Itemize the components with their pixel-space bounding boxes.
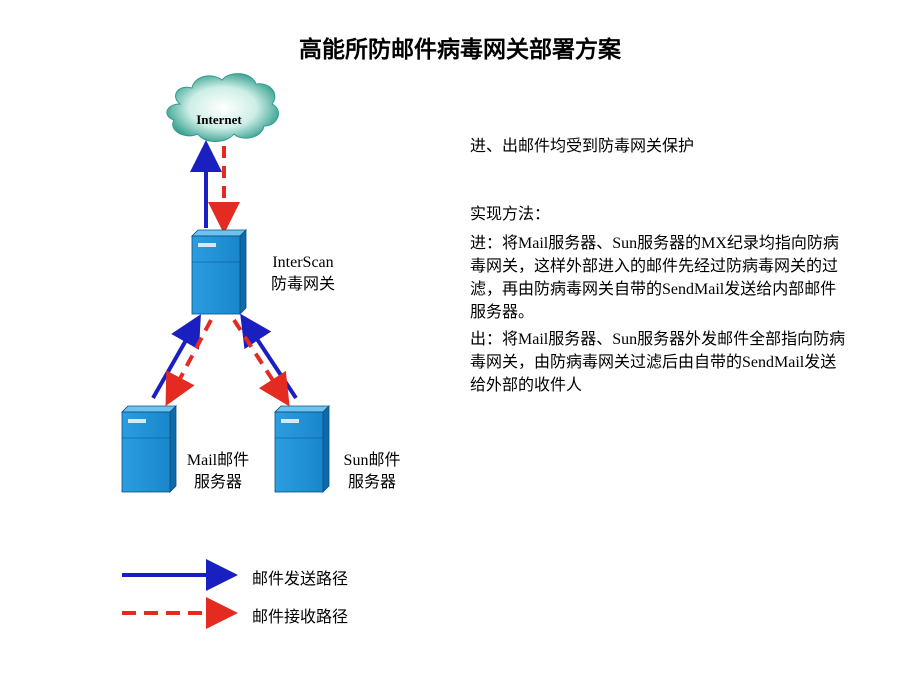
page-title: 高能所防邮件病毒网关部署方案 xyxy=(299,37,621,63)
legend-send-label: 邮件发送路径 xyxy=(252,571,349,588)
send-arrow-mail-to-gateway xyxy=(151,314,201,399)
receive-arrow-gateway-to-mail xyxy=(165,319,213,407)
mail-server-label: Mail邮件 服务器 xyxy=(176,450,260,494)
method-heading: 实现方法： xyxy=(470,206,551,223)
gateway-label-line2: 防毒网关 xyxy=(270,276,335,293)
send-arrow-sun-to-gateway xyxy=(240,313,298,400)
sun-server-label-line1: Sun邮件 xyxy=(343,452,401,469)
outbound-description: 出：将Mail服务器、Sun服务器外发邮件全部指向防病毒网关，由防病毒网关过滤后… xyxy=(470,331,846,394)
summary-text: 进、出邮件均受到防毒网关保护 xyxy=(470,138,695,155)
legend-receive-label: 邮件接收路径 xyxy=(252,609,349,626)
sun-server-icon xyxy=(274,405,330,493)
gateway-label-line1: InterScan xyxy=(272,254,334,271)
gateway-label: InterScan 防毒网关 xyxy=(262,252,344,296)
mail-server-label-line2: 服务器 xyxy=(193,474,242,491)
receive-arrow-gateway-to-sun xyxy=(232,318,290,407)
internet-label: Internet xyxy=(196,112,242,127)
gateway-server-icon xyxy=(191,229,247,315)
mail-server-label-line1: Mail邮件 xyxy=(186,452,250,469)
inbound-description: 进：将Mail服务器、Sun服务器的MX纪录均指向防病毒网关，这样外部进入的邮件… xyxy=(470,235,839,321)
sun-server-label-line2: 服务器 xyxy=(347,474,396,491)
sun-server-label: Sun邮件 服务器 xyxy=(330,450,414,494)
mail-server-icon xyxy=(121,405,177,493)
internet-cloud-icon xyxy=(166,73,279,142)
